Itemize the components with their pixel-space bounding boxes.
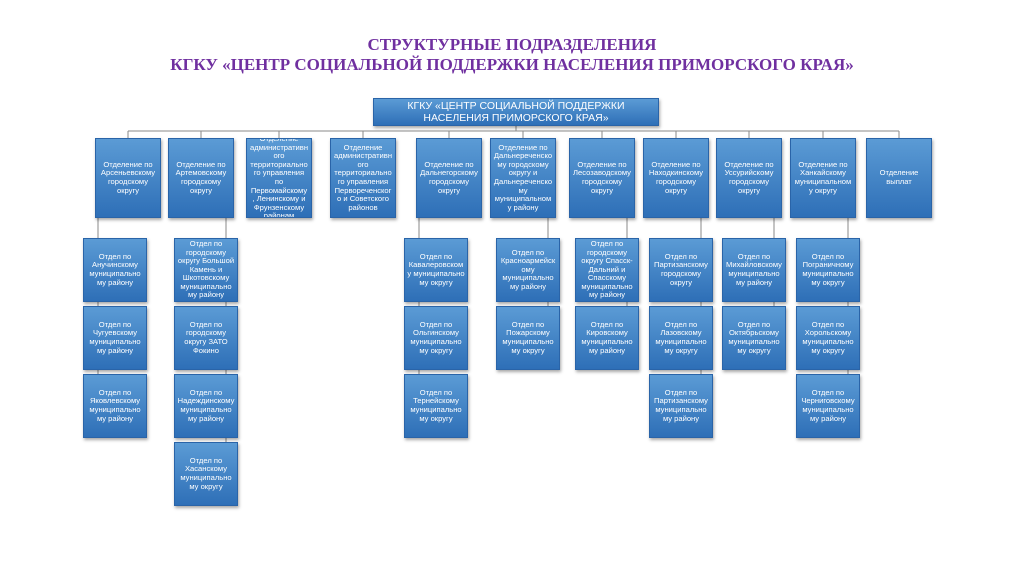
department-box: Отделение по Артемовскому городскому окр… — [168, 138, 234, 218]
sub-department-box: Отдел по Михайловскому муниципально му р… — [722, 238, 786, 302]
department-box: Отделение по Лесозаводскому городскому о… — [569, 138, 635, 218]
sub-department-box: Отдел по Пограничному муниципально му ок… — [796, 238, 860, 302]
sub-department-box: Отдел по Кировскому муниципально му райо… — [575, 306, 639, 370]
sub-department-box: Отдел по Пожарскому муниципально му окру… — [496, 306, 560, 370]
title-line-1: СТРУКТУРНЫЕ ПОДРАЗДЕЛЕНИЯ — [367, 35, 657, 54]
department-box: Отделение по Находкинскому городскому ок… — [643, 138, 709, 218]
sub-department-box: Отдел по Тернейскому муниципально му окр… — [404, 374, 468, 438]
title-line-2: КГКУ «ЦЕНТР СОЦИАЛЬНОЙ ПОДДЕРЖКИ НАСЕЛЕН… — [170, 55, 854, 74]
root-node: КГКУ «ЦЕНТР СОЦИАЛЬНОЙ ПОДДЕРЖКИ НАСЕЛЕН… — [373, 98, 659, 126]
sub-department-box: Отдел по городскому округу Спасск-Дальни… — [575, 238, 639, 302]
sub-department-box: Отдел по Партизанскому городскому округу — [649, 238, 713, 302]
sub-department-box: Отдел по Хасанскому муниципально му окру… — [174, 442, 238, 506]
sub-department-box: Отдел по городскому округу Большой Камен… — [174, 238, 238, 302]
sub-department-box: Отдел по Ольгинскому муниципально му окр… — [404, 306, 468, 370]
department-box: Отделение по Дальнереченскому городскому… — [490, 138, 556, 218]
department-box: Отделение по Ханкайскому муниципальному … — [790, 138, 856, 218]
sub-department-box: Отдел по городскому округу ЗАТО Фокино — [174, 306, 238, 370]
sub-department-box: Отдел по Яковлевскому муниципально му ра… — [83, 374, 147, 438]
department-box: Отделение административного территориаль… — [246, 138, 312, 218]
sub-department-box: Отдел по Партизанскому муниципально му р… — [649, 374, 713, 438]
department-box: Отделение по Уссурийскому городскому окр… — [716, 138, 782, 218]
department-box: Отделение по Дальнегорскому городскому о… — [416, 138, 482, 218]
sub-department-box: Отдел по Лазовскому муниципально му окру… — [649, 306, 713, 370]
sub-department-box: Отдел по Анучинскому муниципально му рай… — [83, 238, 147, 302]
department-box: Отделение выплат — [866, 138, 932, 218]
sub-department-box: Отдел по Надеждинскому муниципально му р… — [174, 374, 238, 438]
department-box: Отделение административного территориаль… — [330, 138, 396, 218]
sub-department-box: Отдел по Октябрьскому муниципально му ок… — [722, 306, 786, 370]
sub-department-box: Отдел по Красноармейскому муниципально м… — [496, 238, 560, 302]
sub-department-box: Отдел по Хорольскому муниципально му окр… — [796, 306, 860, 370]
sub-department-box: Отдел по Черниговскому муниципально му р… — [796, 374, 860, 438]
sub-department-box: Отдел по Чугуевскому муниципально му рай… — [83, 306, 147, 370]
sub-department-box: Отдел по Кавалеровскому муниципально му … — [404, 238, 468, 302]
department-box: Отделение по Арсеньевскому городскому ок… — [95, 138, 161, 218]
